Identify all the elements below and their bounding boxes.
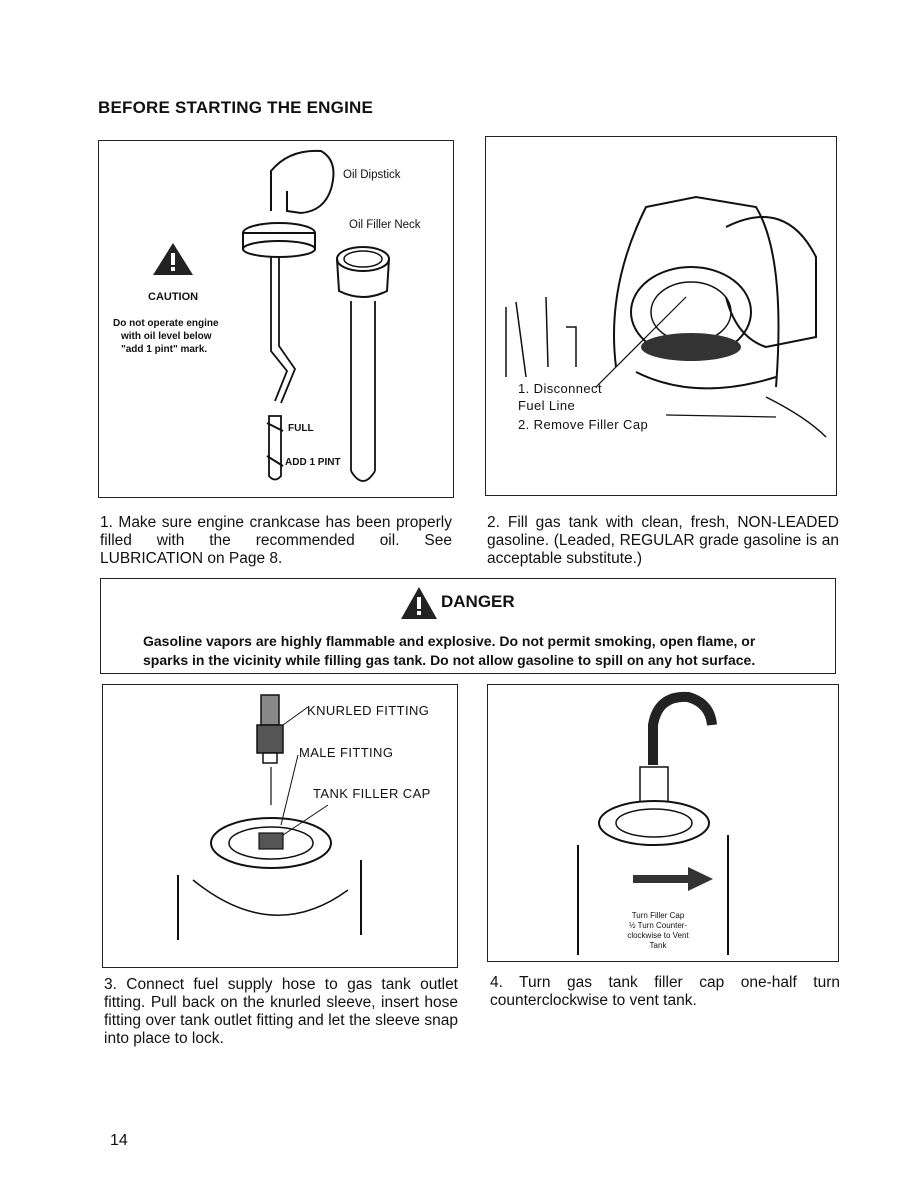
caution-line-3: "add 1 pint" mark. <box>121 344 208 355</box>
danger-title: DANGER <box>441 592 515 611</box>
step-4-caption: 4. Turn gas tank filler cap one-half tur… <box>490 974 840 1009</box>
turn-cap-note-2: ½ Turn Counter- <box>628 921 688 930</box>
danger-icon <box>401 587 437 619</box>
page-heading: BEFORE STARTING THE ENGINE <box>98 98 374 117</box>
filler-cap-illustration <box>505 195 827 438</box>
turn-cap-note-4: Tank <box>649 941 667 950</box>
filler-cap-figure: 1. Disconnect Fuel Line 2. Remove Filler… <box>485 136 837 496</box>
full-mark-label: FULL <box>288 423 314 434</box>
turn-cap-note-3: clockwise to Vent <box>627 931 689 940</box>
caution-line-1: Do not operate engine <box>113 318 219 329</box>
fitting-illustration <box>177 694 362 940</box>
disconnect-fuel-line-label-1: 1. Disconnect <box>518 381 602 396</box>
fitting-figure: KNURLED FITTING MALE FITTING TANK FILLER… <box>102 684 458 968</box>
oil-filler-neck-label: Oil Filler Neck <box>349 219 421 231</box>
oil-dipstick-label: Oil Dipstick <box>343 169 401 181</box>
step-2-caption: 2. Fill gas tank with clean, fresh, NON-… <box>487 514 839 567</box>
turn-cap-note-1: Turn Filler Cap <box>631 911 685 920</box>
tank-filler-cap-label: TANK FILLER CAP <box>313 786 431 801</box>
caution-title: CAUTION <box>148 291 199 303</box>
danger-line-2: sparks in the vicinity while filling gas… <box>143 652 756 668</box>
danger-box: DANGER Gasoline vapors are highly flamma… <box>100 578 836 674</box>
disconnect-fuel-line-label-2: Fuel Line <box>518 398 576 413</box>
step-3-caption: 3. Connect fuel supply hose to gas tank … <box>104 976 458 1047</box>
dipstick-illustration <box>153 149 390 482</box>
knurled-fitting-label: KNURLED FITTING <box>307 703 430 718</box>
remove-filler-cap-label: 2. Remove Filler Cap <box>518 417 649 432</box>
step-1-caption: 1. Make sure engine crankcase has been p… <box>100 514 452 567</box>
oil-dipstick-figure: Oil Dipstick Oil Filler Neck CAUTION Do … <box>98 140 454 498</box>
page-number: 14 <box>110 1132 128 1149</box>
vent-cap-illustration <box>577 691 729 955</box>
add-1-pint-label: ADD 1 PINT <box>285 457 341 468</box>
danger-line-1: Gasoline vapors are highly flammable and… <box>143 633 756 649</box>
vent-cap-figure: Turn Filler Cap ½ Turn Counter- clockwis… <box>487 684 839 962</box>
caution-line-2: with oil level below <box>121 331 212 342</box>
male-fitting-label: MALE FITTING <box>299 745 394 760</box>
